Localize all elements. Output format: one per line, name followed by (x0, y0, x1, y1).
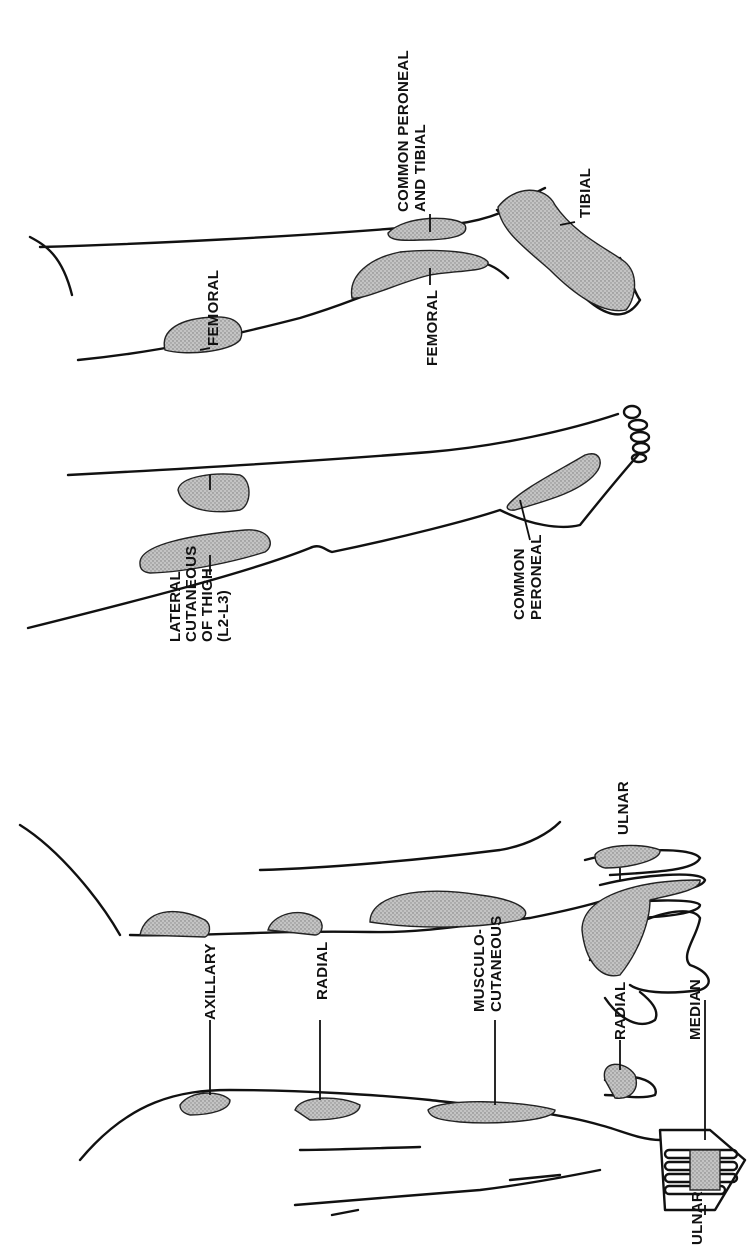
svg-text:AND TIBIAL: AND TIBIAL (412, 124, 429, 212)
label-ulnar-top: ULNAR (615, 781, 632, 835)
label-radial-upper: RADIAL (314, 942, 331, 1000)
thigh-outline-top (30, 188, 545, 295)
label-radial-hand: RADIAL (612, 982, 629, 1040)
label-femoral-back: FEMORAL (205, 270, 222, 346)
label-femoral-front: FEMORAL (424, 290, 441, 366)
label-tibial: TIBIAL (577, 168, 594, 218)
label-common-peroneal: COMMON PERONEAL (511, 534, 545, 620)
svg-text:PERONEAL: PERONEAL (528, 534, 545, 620)
label-musculocutaneous: MUSCULO- CUTANEOUS (471, 915, 505, 1012)
median-back-area (582, 880, 700, 976)
median-front-area (690, 1150, 720, 1190)
svg-text:CUTANEOUS: CUTANEOUS (488, 915, 505, 1012)
svg-text:LATERAL: LATERAL (167, 571, 184, 642)
svg-text:(L2-L3): (L2-L3) (215, 590, 232, 642)
musculocutaneous-front-area (428, 1102, 555, 1123)
radial-front-area (295, 1098, 360, 1120)
label-ulnar-bottom: ULNAR (689, 1191, 706, 1245)
svg-text:MUSCULO-: MUSCULO- (471, 929, 488, 1012)
svg-text:OF THIGH: OF THIGH (199, 568, 216, 642)
svg-text:COMMON PERONEAL: COMMON PERONEAL (395, 50, 412, 212)
label-median: MEDIAN (687, 979, 704, 1040)
axillary-area (140, 912, 210, 937)
lower-limb-figure: COMMON PERONEAL AND TIBIAL TIBIAL FEMORA… (28, 50, 649, 642)
label-common-peroneal-and-tibial: COMMON PERONEAL AND TIBIAL (395, 50, 429, 212)
toes-front (624, 406, 649, 462)
ulnar-top-area (595, 845, 660, 868)
arm-back-outline-left (260, 822, 560, 870)
thigh-outline-bottom (78, 261, 508, 360)
svg-text:CUTANEOUS: CUTANEOUS (183, 545, 200, 642)
lateral-cutaneous-area (140, 530, 270, 573)
arm-front-shoulder (300, 1147, 420, 1150)
tibial-area (498, 190, 635, 310)
femoral-leg-area (178, 474, 249, 512)
label-axillary: AXILLARY (202, 943, 219, 1020)
svg-text:COMMON: COMMON (511, 548, 528, 620)
common-peroneal-tibial-area (388, 218, 466, 240)
femoral-back-area (164, 317, 242, 353)
upper-limb-figure: AXILLARY RADIAL MUSCULO- CUTANEOUS RADIA… (20, 781, 745, 1245)
axillary-front-area (180, 1093, 230, 1115)
leg-front-outline-top (68, 414, 618, 475)
femoral-front-area (352, 250, 489, 298)
